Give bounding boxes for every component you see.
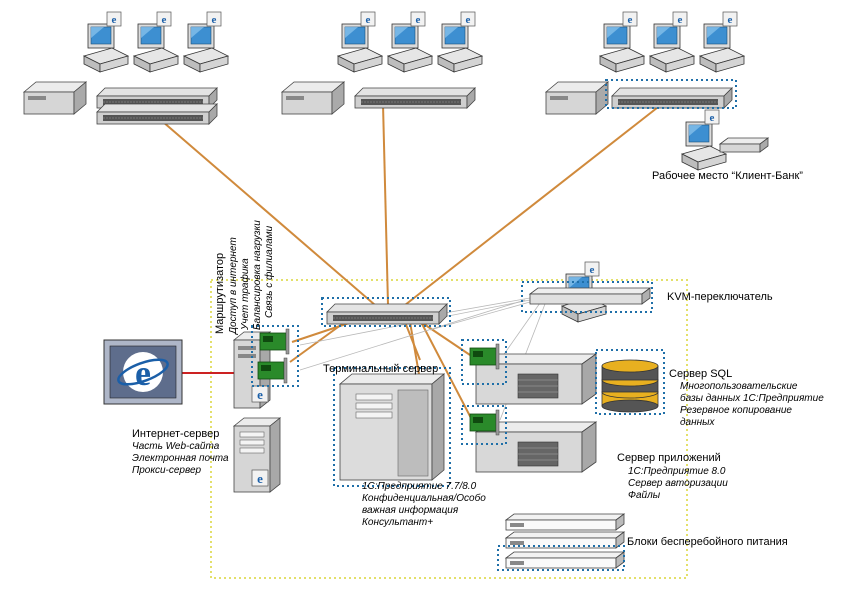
- app-desc-2: Сервер авторизации: [628, 478, 728, 489]
- core-switch: [321, 297, 451, 327]
- app-desc-1: 1С:Предприятие 8.0: [628, 466, 726, 477]
- svg-text:e: e: [257, 471, 263, 486]
- app-server: [461, 405, 598, 473]
- svg-text:e: e: [135, 353, 151, 393]
- router-role-3: Балансировка нагрузки: [252, 220, 263, 330]
- router-role-4: Связь с филиалами: [264, 225, 275, 318]
- workgroup-left: [23, 11, 229, 125]
- client-bank-workstation: [681, 109, 770, 171]
- app-server-label: Сервер приложений: [617, 452, 721, 464]
- terminal-desc-2: Конфиденциальная/Особо: [362, 493, 486, 504]
- terminal-server-label: Терминальный сервер: [323, 363, 439, 375]
- router-label: Маршрутизатор: [214, 252, 226, 334]
- kvm-label: KVM-переключатель: [667, 291, 773, 303]
- workgroup-middle: [281, 11, 483, 115]
- server-zone: [210, 279, 688, 579]
- internet-explorer-icon: e: [103, 339, 183, 405]
- internet-desc-1: Часть Web-сайта: [132, 441, 220, 452]
- internet-server: e: [232, 417, 282, 493]
- internet-server-label: Интернет-сервер: [132, 428, 220, 440]
- app-desc-3: Файлы: [628, 490, 661, 501]
- sql-desc-4: данных: [680, 417, 715, 428]
- sql-desc-2: базы данных 1С:Предприятие: [680, 393, 824, 404]
- client-bank-label: Рабочее место “Клиент-Банк”: [652, 170, 803, 182]
- terminal-desc-4: Консультант+: [362, 517, 434, 528]
- sql-server: [461, 339, 598, 405]
- svg-text:e: e: [257, 387, 263, 402]
- internet-desc-3: Прокси-сервер: [132, 465, 202, 476]
- terminal-desc-3: важная информация: [362, 505, 459, 516]
- ups-label: Блоки бесперебойного питания: [627, 536, 788, 548]
- database-icon: [595, 349, 665, 415]
- terminal-server: [333, 367, 451, 487]
- sql-desc-3: Резервное копирование: [680, 405, 792, 416]
- ups-icon: [497, 513, 625, 571]
- internet-desc-2: Электронная почта: [132, 453, 229, 464]
- sql-desc-1: Многопользовательские: [680, 381, 798, 392]
- kvm-switch: [521, 261, 653, 323]
- workgroup-right: [545, 11, 745, 115]
- router-server: e: [232, 325, 299, 409]
- router-role-2: Учет трафика: [240, 258, 251, 330]
- router-role-1: Доступ в интернет: [228, 237, 239, 334]
- terminal-desc-1: 1С:Предприятие 7.7/8.0: [362, 481, 477, 492]
- sql-server-label: Сервер SQL: [669, 368, 733, 380]
